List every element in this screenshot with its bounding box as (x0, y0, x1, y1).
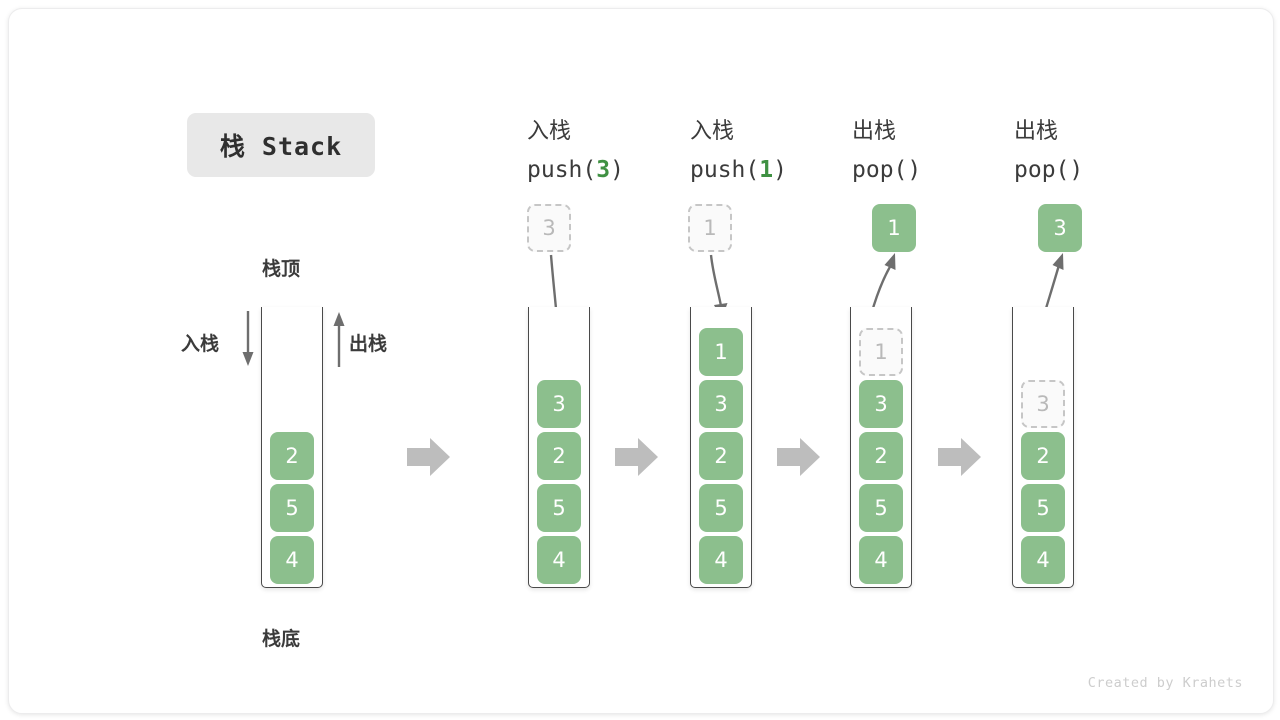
code-suffix: ) (1069, 157, 1084, 183)
stack-cell: 5 (699, 484, 743, 532)
step-header-pop-1: 出栈 pop() (852, 113, 921, 189)
stack-cell: 5 (537, 484, 581, 532)
stack-cell: 3 (537, 380, 581, 428)
step-head-label: 出栈 (852, 119, 897, 144)
pending-cell: 3 (527, 204, 571, 252)
flow-arrow-icon (407, 438, 450, 476)
push-side-label: 入栈 (181, 333, 220, 355)
pop-side-label: 出栈 (349, 333, 388, 355)
code-suffix: ) (610, 157, 624, 183)
credit-text: Created by Krahets (1087, 675, 1243, 691)
code-suffix: ) (907, 157, 922, 183)
code-arg: 3 (596, 157, 611, 183)
step-code-label: push(1) (690, 151, 787, 189)
popped-cell: 3 (1038, 204, 1082, 252)
step-head-label: 出栈 (1014, 119, 1059, 144)
stack-cell: 4 (699, 536, 743, 584)
code-prefix: push( (527, 157, 597, 183)
stack-cell: 4 (270, 536, 314, 584)
step-head-label: 入栈 (690, 119, 735, 144)
pending-cell: 1 (688, 204, 732, 252)
stack-cell: 5 (859, 484, 903, 532)
step-code-label: pop() (852, 151, 921, 189)
diagram-canvas: 栈 Stack 栈顶 入栈 出栈 2 5 4 栈底 入栈 push(3) 3 (8, 8, 1274, 714)
stack-top-label: 栈顶 (262, 258, 301, 280)
stack-cell: 5 (1021, 484, 1065, 532)
stack-cell: 3 (859, 380, 903, 428)
step-header-pop-3: 出栈 pop() (1014, 113, 1083, 189)
stack-bottom-label: 栈底 (262, 628, 301, 650)
code-arg: 1 (759, 157, 774, 183)
stack-cell: 3 (699, 380, 743, 428)
stack-cell: 2 (1021, 432, 1065, 480)
title-badge: 栈 Stack (187, 113, 375, 177)
stack-cell: 2 (859, 432, 903, 480)
stack-cell: 4 (859, 536, 903, 584)
code-prefix: push( (690, 157, 760, 183)
code-suffix: ) (773, 157, 787, 183)
title-text: 栈 Stack (219, 132, 343, 161)
stack-cell: 2 (270, 432, 314, 480)
flow-arrow-icon (615, 438, 658, 476)
step-header-push-3: 入栈 push(3) (527, 113, 624, 189)
pop-direction-arrow-icon (333, 312, 345, 367)
stack-cell: 4 (537, 536, 581, 584)
step-code-label: pop() (1014, 151, 1083, 189)
flow-arrow-icon (777, 438, 820, 476)
stack-cell: 5 (270, 484, 314, 532)
popped-cell: 1 (872, 204, 916, 252)
push-direction-arrow-icon (242, 311, 254, 366)
step-head-label: 入栈 (527, 119, 572, 144)
flow-arrow-icon (938, 438, 981, 476)
code-prefix: pop( (852, 157, 908, 183)
stack-cell: 3 (1021, 380, 1065, 428)
step-code-label: push(3) (527, 151, 624, 189)
stack-cell: 4 (1021, 536, 1065, 584)
stack-cell: 2 (537, 432, 581, 480)
stack-cell: 1 (859, 328, 903, 376)
step-header-push-1: 入栈 push(1) (690, 113, 787, 189)
code-prefix: pop( (1014, 157, 1070, 183)
stack-cell: 2 (699, 432, 743, 480)
stack-cell: 1 (699, 328, 743, 376)
